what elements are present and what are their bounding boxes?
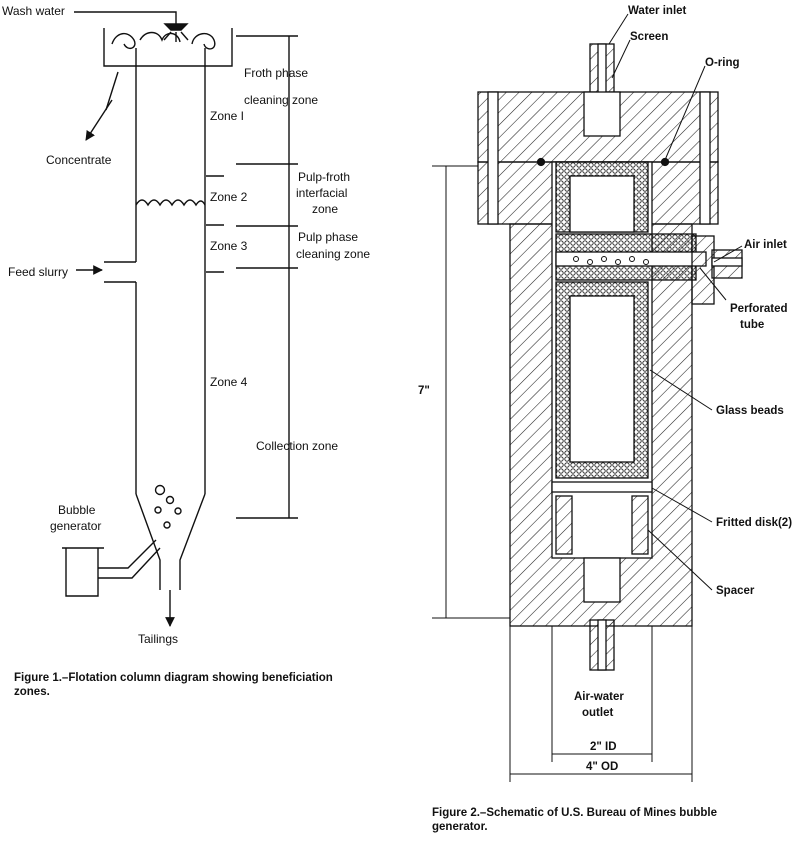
label-froth-zone-2: cleaning zone <box>244 93 318 107</box>
column-cone <box>135 493 206 590</box>
concentrate-arrow <box>85 99 113 141</box>
label-o-ring: O-ring <box>705 57 740 69</box>
wash-water-pipe <box>74 11 177 24</box>
label-air-water-outlet-2: outlet <box>582 707 613 719</box>
label-perforated-tube-2: tube <box>740 319 764 331</box>
bubble <box>154 484 166 496</box>
bubble-generator <box>62 547 104 597</box>
label-fritted-disk: Fritted disk(2) <box>716 517 792 529</box>
bubble <box>154 506 162 514</box>
label-zone1: Zone I <box>210 109 244 123</box>
label-pulp-phase-2: cleaning zone <box>296 247 370 261</box>
label-zone4: Zone 4 <box>210 375 248 389</box>
figure1-labels: Wash water Froth phase cleaning zone Zon… <box>2 4 370 646</box>
label-wash-water: Wash water <box>2 4 65 18</box>
figure2-labels: Water inlet Screen O-ring Air inlet Perf… <box>418 5 792 773</box>
label-air-water-outlet: Air-water <box>574 691 624 703</box>
label-perforated-tube: Perforated <box>730 303 788 315</box>
o-ring <box>660 157 670 167</box>
figure1-diagram <box>62 11 298 627</box>
figure1-caption-line1: Figure 1.–Flotation column diagram showi… <box>14 672 333 684</box>
label-pulp-froth-3: zone <box>312 202 338 216</box>
label-spacer: Spacer <box>716 585 755 597</box>
label-zone3: Zone 3 <box>210 239 248 253</box>
label-pulp-froth: Pulp-froth <box>298 170 350 184</box>
figure2-diagram <box>477 43 743 671</box>
spacer <box>555 495 573 555</box>
bubble <box>163 521 171 529</box>
label-inner-diameter: 2" ID <box>590 741 617 753</box>
label-collection-zone: Collection zone <box>256 439 338 453</box>
label-height: 7" <box>418 385 430 397</box>
label-bubble-generator-2: generator <box>50 519 101 533</box>
figure2-annotations <box>432 13 743 782</box>
o-ring <box>536 157 546 167</box>
label-feed-slurry: Feed slurry <box>8 265 68 279</box>
label-zone2: Zone 2 <box>210 190 248 204</box>
label-froth-zone: Froth phase <box>244 66 308 80</box>
label-air-inlet: Air inlet <box>744 239 787 251</box>
label-bubble-generator: Bubble <box>58 503 96 517</box>
label-screen: Screen <box>630 31 668 43</box>
fritted-disk <box>551 481 653 493</box>
label-pulp-phase: Pulp phase <box>298 230 358 244</box>
froth-interface <box>135 199 206 207</box>
air-inlet-fitting <box>691 235 715 305</box>
launder <box>103 28 233 67</box>
figure2-caption-line2: generator. <box>432 821 488 833</box>
bubble <box>165 495 175 505</box>
label-outer-diameter: 4" OD <box>586 761 618 773</box>
label-tailings: Tailings <box>138 632 178 646</box>
figure1-caption-line2: zones. <box>14 686 50 698</box>
figure2-caption: Figure 2.–Schematic of U.S. Bureau of Mi… <box>432 806 792 834</box>
figure2-caption-line1: Figure 2.–Schematic of U.S. Bureau of Mi… <box>432 807 717 819</box>
label-pulp-froth-2: interfacial <box>296 186 347 200</box>
figure1-caption: Figure 1.–Flotation column diagram showi… <box>14 671 374 699</box>
label-water-inlet: Water inlet <box>628 5 687 17</box>
label-concentrate: Concentrate <box>46 153 112 167</box>
label-glass-beads: Glass beads <box>716 405 784 417</box>
bubble <box>174 507 182 515</box>
